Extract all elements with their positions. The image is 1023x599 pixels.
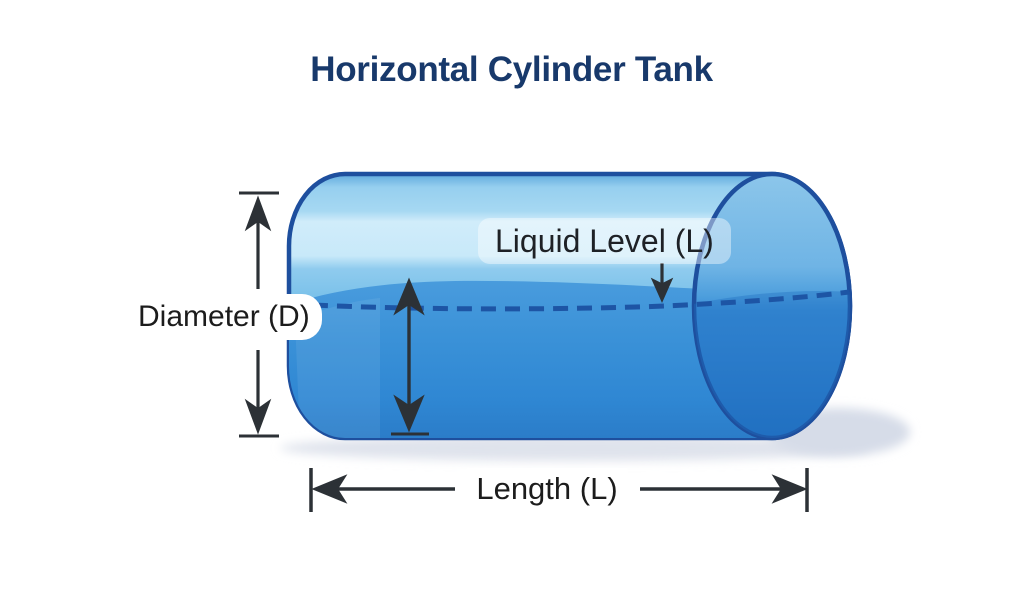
diameter-arrowhead-down	[244, 398, 272, 435]
length-label: Length (L)	[466, 468, 628, 510]
diameter-label: Diameter (D)	[126, 294, 322, 340]
liquid-height-arrowhead-down	[393, 394, 425, 433]
page-title: Horizontal Cylinder Tank	[310, 50, 713, 89]
length-dimension	[309, 468, 809, 512]
liquid-height-arrow	[391, 277, 429, 436]
length-arrowhead-right	[771, 474, 808, 504]
shadow-body	[280, 435, 870, 461]
liquid-level-label: Liquid Level (L)	[478, 218, 731, 264]
length-arrowhead-left	[311, 474, 348, 504]
tank-end-face	[691, 171, 853, 441]
liquid-level-dashed-line	[312, 289, 850, 312]
liquid-level-pointer-arrow	[650, 263, 674, 303]
diameter-arrowhead-up	[244, 195, 272, 232]
liquid-height-arrowhead-up	[393, 277, 425, 316]
diameter-dimension	[239, 191, 279, 438]
pointer-arrowhead	[650, 277, 674, 303]
